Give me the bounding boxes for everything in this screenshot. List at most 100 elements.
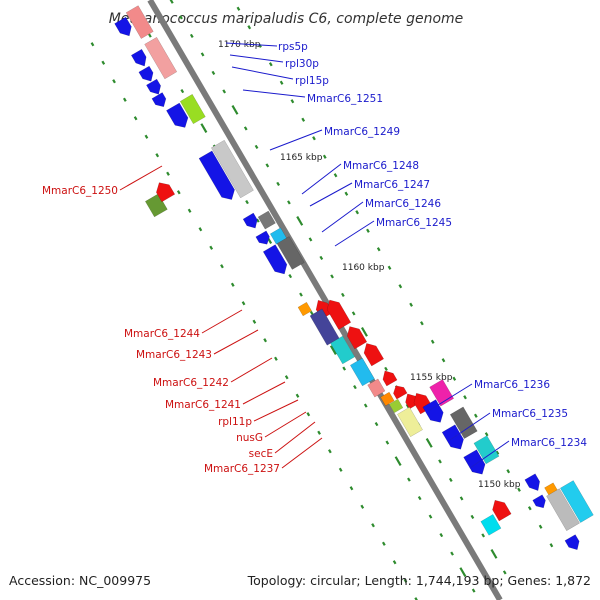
kbp-label: 1160 kbp <box>342 263 385 273</box>
gene-feature[interactable] <box>242 212 258 229</box>
gene-feature[interactable] <box>146 78 161 95</box>
gene-feature[interactable] <box>156 182 176 203</box>
gene-feature[interactable] <box>151 92 167 108</box>
gene-feature[interactable] <box>144 193 168 218</box>
gene-feature[interactable] <box>388 398 404 414</box>
label-leader-lines <box>119 42 510 469</box>
gene-label-mmarc6-1235[interactable]: MmarC6_1235 <box>492 408 568 420</box>
gene-label-mmarc6-1237[interactable]: MmarC6_1237 <box>204 463 280 475</box>
gene-feature[interactable] <box>276 236 305 270</box>
gene-feature[interactable] <box>367 378 386 398</box>
gene-feature[interactable] <box>532 494 546 509</box>
gene-feature[interactable] <box>257 210 276 230</box>
scale-tick <box>209 245 214 250</box>
scale-tick <box>148 33 152 38</box>
scale-tick <box>430 339 435 344</box>
scale-tick <box>351 311 356 316</box>
gene-label-mmarc6-1250[interactable]: MmarC6_1250 <box>42 185 118 197</box>
gene-feature[interactable] <box>380 391 395 407</box>
gene-feature[interactable] <box>349 357 375 387</box>
scale-tick <box>448 477 453 483</box>
gene-feature[interactable] <box>144 36 178 80</box>
scale-tick <box>387 265 392 270</box>
scale-tick <box>471 588 476 593</box>
gene-feature[interactable] <box>397 406 423 438</box>
scale-tick <box>265 163 270 168</box>
gene-feature[interactable] <box>179 93 206 125</box>
gene-label-mmarc6-1251[interactable]: MmarC6_1251 <box>307 93 383 105</box>
gene-label-rpl15p[interactable]: rpl15p <box>295 75 329 87</box>
scale-tick <box>252 319 257 324</box>
gene-feature[interactable] <box>449 406 478 439</box>
gene-feature[interactable] <box>492 499 512 522</box>
gene-label-rpl11p[interactable]: rpl11p <box>218 416 252 428</box>
scale-tick <box>290 99 295 104</box>
gene-feature[interactable] <box>546 488 580 532</box>
gene-label-sece[interactable]: secE <box>249 448 273 460</box>
gene-label-nusg[interactable]: nusG <box>236 432 263 444</box>
gene-feature[interactable] <box>480 514 502 536</box>
scale-tick <box>255 218 260 223</box>
scale-tick <box>245 199 249 205</box>
gene-feature[interactable] <box>309 308 340 346</box>
scale-tick <box>319 255 324 261</box>
gene-feature[interactable] <box>297 301 313 317</box>
gene-feature[interactable] <box>198 150 235 200</box>
gene-feature[interactable] <box>559 480 594 523</box>
gene-label-mmarc6-1247[interactable]: MmarC6_1247 <box>354 179 430 191</box>
gene-label-mmarc6-1245[interactable]: MmarC6_1245 <box>376 217 452 229</box>
scale-tick <box>484 432 489 437</box>
gene-feature[interactable] <box>269 227 287 245</box>
gene-feature[interactable] <box>382 370 398 387</box>
gene-feature[interactable] <box>210 139 254 199</box>
gene-label-mmarc6-1243[interactable]: MmarC6_1243 <box>136 349 212 361</box>
scale-tick <box>187 208 192 213</box>
scale-tick <box>366 228 370 233</box>
scale-tick <box>371 523 375 528</box>
gene-label-mmarc6-1242[interactable]: MmarC6_1242 <box>153 377 229 389</box>
leader-line <box>264 411 307 438</box>
gene-feature[interactable] <box>166 102 189 128</box>
leader-line <box>119 165 163 191</box>
scale-tick <box>328 449 332 454</box>
kbp-label: 1170 kbp <box>218 40 261 50</box>
scale-tick <box>441 358 446 363</box>
gene-feature[interactable] <box>564 534 580 551</box>
leader-line <box>429 383 473 411</box>
gene-label-mmarc6-1248[interactable]: MmarC6_1248 <box>343 160 419 172</box>
gene-label-mmarc6-1234[interactable]: MmarC6_1234 <box>511 437 587 449</box>
gene-feature[interactable] <box>114 16 132 37</box>
gene-feature[interactable] <box>125 5 154 39</box>
scale-tick <box>308 237 313 242</box>
gene-feature[interactable] <box>346 326 368 350</box>
gene-label-rpl30p[interactable]: rpl30p <box>285 58 319 70</box>
scale-tick <box>376 247 381 252</box>
gene-feature[interactable] <box>363 343 385 367</box>
leader-line <box>301 163 342 195</box>
gene-feature[interactable] <box>138 65 154 82</box>
gene-feature[interactable] <box>130 48 147 67</box>
gene-feature[interactable] <box>441 424 464 450</box>
gene-label-rps5p[interactable]: rps5p <box>278 41 308 53</box>
gene-feature[interactable] <box>330 335 356 365</box>
gene-feature[interactable] <box>393 385 408 400</box>
gene-feature[interactable] <box>524 473 540 491</box>
scale-tick <box>470 514 475 520</box>
gene-label-mmarc6-1236[interactable]: MmarC6_1236 <box>474 379 550 391</box>
gene-label-mmarc6-1246[interactable]: MmarC6_1246 <box>365 198 441 210</box>
map-title: Methanococcus maripaludis C6, complete g… <box>109 11 464 27</box>
gene-label-mmarc6-1249[interactable]: MmarC6_1249 <box>324 126 400 138</box>
gene-feature[interactable] <box>463 449 486 475</box>
gene-feature[interactable] <box>473 435 500 465</box>
scale-tick <box>279 80 284 85</box>
scale-tick <box>403 578 408 583</box>
gene-feature[interactable] <box>326 299 352 330</box>
gene-feature[interactable] <box>262 244 288 275</box>
scale-tick <box>450 551 454 556</box>
scale-tick <box>322 154 327 159</box>
gene-feature[interactable] <box>255 230 270 245</box>
gene-label-mmarc6-1241[interactable]: MmarC6_1241 <box>165 399 241 411</box>
gene-label-mmarc6-1244[interactable]: MmarC6_1244 <box>124 328 200 340</box>
scale-tick <box>384 366 388 372</box>
